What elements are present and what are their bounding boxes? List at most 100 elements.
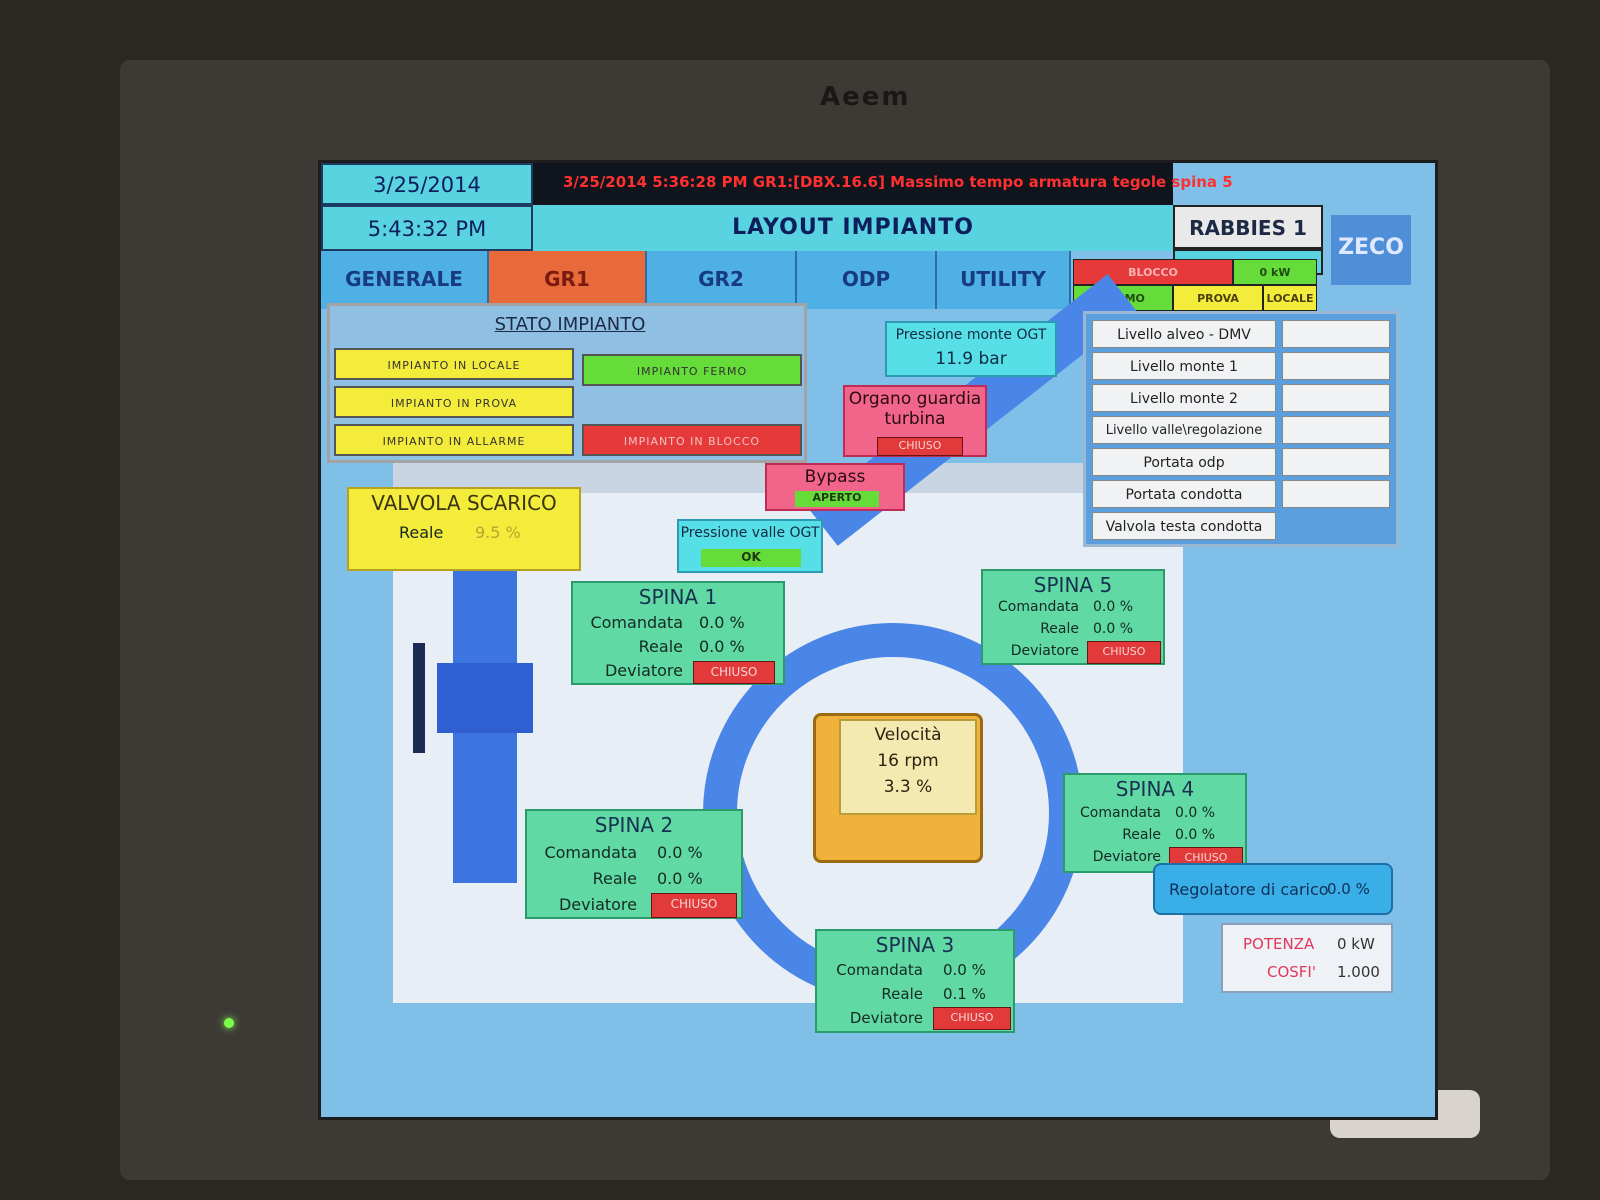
level-label-portata-odp: Portata odp — [1092, 448, 1276, 476]
prova-indicator: PROVA — [1173, 285, 1263, 311]
regolatore-value: 0.0 % — [1327, 880, 1370, 898]
organo-guardia-line1: Organo guardia — [848, 389, 982, 409]
spina-1-reale-value: 0.0 % — [699, 637, 745, 656]
spina-1-comandata-value: 0.0 % — [699, 613, 745, 632]
impianto-locale-status[interactable]: IMPIANTO IN LOCALE — [334, 348, 574, 380]
spina-2-comandata-value: 0.0 % — [657, 843, 703, 862]
discharge-valve-body — [437, 663, 533, 733]
spina-3-reale-value: 0.1 % — [943, 985, 986, 1003]
spina-5-deviatore-label: Deviatore — [1010, 643, 1079, 659]
spina-5-deviatore-state: CHIUSO — [1087, 641, 1161, 664]
impianto-prova-status[interactable]: IMPIANTO IN PROVA — [334, 386, 574, 418]
spina-5-reale-label: Reale — [1040, 621, 1079, 637]
level-label-alveo: Livello alveo - DMV — [1092, 320, 1276, 348]
locale-indicator: LOCALE — [1263, 285, 1317, 311]
spina-3-comandata-value: 0.0 % — [943, 961, 986, 979]
impianto-allarme-status[interactable]: IMPIANTO IN ALLARME — [334, 424, 574, 456]
level-label-portata-condotta: Portata condotta — [1092, 480, 1276, 508]
level-label-monte-1: Livello monte 1 — [1092, 352, 1276, 380]
spina-4-reale-value: 0.0 % — [1175, 827, 1216, 843]
organo-guardia-state: CHIUSO — [877, 437, 963, 456]
level-label-valle: Livello valle\regolazione — [1092, 416, 1276, 444]
time-display: 5:43:32 PM — [321, 205, 533, 251]
spina-1-title: SPINA 1 — [638, 585, 718, 609]
organo-guardia-line2: turbina — [884, 409, 946, 429]
level-label-valvola-testa: Valvola testa condotta — [1092, 512, 1276, 540]
impianto-blocco-status[interactable]: IMPIANTO IN BLOCCO — [582, 424, 802, 456]
spina-3-comandata-label: Comandata — [836, 961, 923, 979]
spina-5-title: SPINA 5 — [1033, 573, 1113, 597]
spina-2-title: SPINA 2 — [594, 813, 674, 837]
level-value-alveo — [1282, 320, 1390, 348]
spina-1-deviatore-label: Deviatore — [604, 661, 683, 680]
velocita-label: Velocità — [874, 725, 942, 745]
tab-gr2[interactable]: GR2 — [647, 251, 797, 309]
tab-odp[interactable]: ODP — [797, 251, 937, 309]
pressione-valle-state: OK — [701, 549, 801, 567]
impianto-fermo-status[interactable]: IMPIANTO FERMO — [582, 354, 802, 386]
spina-3-deviatore-state: CHIUSO — [933, 1007, 1011, 1030]
level-label-monte-2: Livello monte 2 — [1092, 384, 1276, 412]
zeco-logo: ZECO — [1331, 215, 1411, 285]
actuator-rod — [413, 643, 425, 753]
level-value-valle — [1282, 416, 1390, 444]
potenza-box: POTENZA 0 kW COSFI' 1.000 — [1221, 923, 1393, 993]
plant-name: RABBIES 1 — [1173, 205, 1323, 249]
tab-generale[interactable]: GENERALE — [321, 251, 489, 309]
spina-4-reale-label: Reale — [1122, 827, 1161, 843]
potenza-value: 0 kW — [1337, 935, 1375, 953]
valvola-scarico-value: 9.5 % — [475, 523, 521, 542]
valvola-scarico-box[interactable]: VALVOLA SCARICO Reale 9.5 % — [347, 487, 581, 571]
levels-panel: Livello alveo - DMV Livello monte 1 Live… — [1083, 311, 1399, 547]
regolatore-label: Regolatore di carico — [1169, 880, 1329, 899]
tab-utility[interactable]: UTILITY — [937, 251, 1071, 309]
bypass-box[interactable]: Bypass APERTO — [765, 463, 905, 511]
spina-2-reale-label: Reale — [592, 869, 637, 888]
potenza-label: POTENZA — [1243, 935, 1315, 953]
level-value-monte-1 — [1282, 352, 1390, 380]
level-value-valvola-testa — [1282, 512, 1390, 540]
spina-5-reale-value: 0.0 % — [1093, 621, 1134, 637]
spina-1-comandata-label: Comandata — [590, 613, 683, 632]
spina-2-deviatore-state: CHIUSO — [651, 893, 737, 918]
pressione-monte-label: Pressione monte OGT — [895, 327, 1047, 343]
spina-2-box[interactable]: SPINA 2 Comandata 0.0 % Reale 0.0 % Devi… — [525, 809, 743, 919]
valvola-scarico-label: Reale — [399, 523, 444, 542]
spina-1-deviatore-state: CHIUSO — [693, 661, 775, 684]
tab-gr1[interactable]: GR1 — [489, 251, 647, 309]
pressione-valle-box: Pressione valle OGT OK — [677, 519, 823, 573]
spina-5-comandata-value: 0.0 % — [1093, 599, 1134, 615]
page-title: LAYOUT IMPIANTO — [533, 205, 1173, 251]
spina-4-box[interactable]: SPINA 4 Comandata 0.0 % Reale 0.0 % Devi… — [1063, 773, 1247, 873]
spina-4-comandata-value: 0.0 % — [1175, 805, 1216, 821]
cosfi-value: 1.000 — [1337, 963, 1380, 981]
pressione-valle-label: Pressione valle OGT — [680, 525, 820, 541]
level-value-monte-2 — [1282, 384, 1390, 412]
spina-1-box[interactable]: SPINA 1 Comandata 0.0 % Reale 0.0 % Devi… — [571, 581, 785, 685]
spina-1-reale-label: Reale — [638, 637, 683, 656]
pressione-monte-value: 11.9 bar — [935, 349, 1007, 369]
spina-3-title: SPINA 3 — [875, 933, 955, 957]
spina-3-deviatore-label: Deviatore — [849, 1009, 923, 1027]
velocita-percent: 3.3 % — [883, 777, 933, 797]
level-value-portata-odp — [1282, 448, 1390, 476]
regolatore-box[interactable]: Regolatore di carico 0.0 % — [1153, 863, 1393, 915]
alarm-message[interactable]: 3/25/2014 5:36:28 PM GR1:[DBX.16.6] Mass… — [533, 163, 1233, 205]
cosfi-label: COSFI' — [1267, 963, 1316, 981]
spina-5-comandata-label: Comandata — [998, 599, 1079, 615]
spina-3-reale-label: Reale — [881, 985, 923, 1003]
spina-3-box[interactable]: SPINA 3 Comandata 0.0 % Reale 0.1 % Devi… — [815, 929, 1015, 1033]
date-display: 3/25/2014 — [321, 163, 533, 205]
kw-indicator: 0 kW — [1233, 259, 1317, 285]
velocita-rpm: 16 rpm — [877, 751, 939, 771]
level-value-portata-condotta — [1282, 480, 1390, 508]
velocita-box: Velocità 16 rpm 3.3 % — [839, 719, 977, 815]
stato-impianto-panel: STATO IMPIANTO IMPIANTO IN LOCALE IMPIAN… — [327, 303, 807, 463]
spina-4-comandata-label: Comandata — [1080, 805, 1161, 821]
spina-5-box[interactable]: SPINA 5 Comandata 0.0 % Reale 0.0 % Devi… — [981, 569, 1165, 665]
organo-guardia-box[interactable]: Organo guardia turbina CHIUSO — [843, 385, 987, 457]
bypass-state: APERTO — [795, 491, 879, 507]
spina-2-comandata-label: Comandata — [544, 843, 637, 862]
spina-2-deviatore-label: Deviatore — [558, 895, 637, 914]
hmi-screen: 3/25/2014 5:43:32 PM 3/25/2014 5:36:28 P… — [318, 160, 1438, 1120]
